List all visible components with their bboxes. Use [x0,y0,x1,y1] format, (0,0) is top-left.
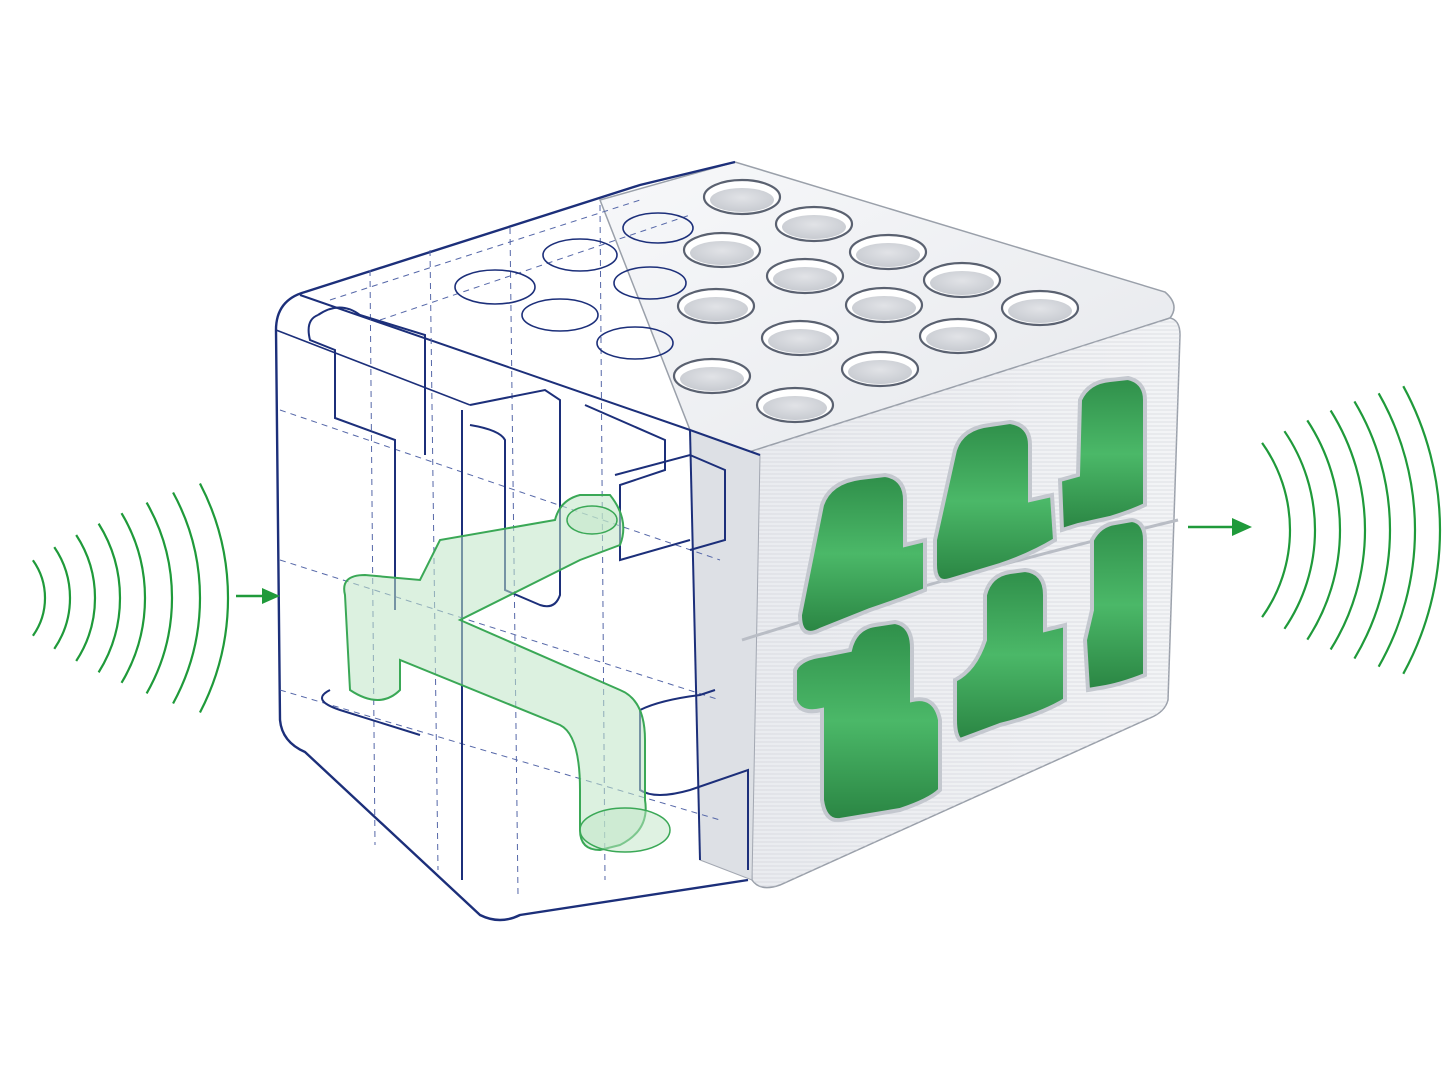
top-hole-depth [680,367,744,391]
wave-arc [145,502,174,694]
top-face-holes [672,178,1080,424]
top-hole-depth [1008,299,1072,323]
channel-cavity [797,472,927,635]
top-hole-depth [763,396,827,420]
top-hole-depth [773,267,837,291]
channel-port [566,505,618,535]
wave-arc [32,559,47,637]
front-channel-cavities [793,375,1147,823]
wireframe-holes [454,212,694,360]
wave-arc [75,534,97,662]
channel-cavity [1082,517,1147,693]
wave-arc [53,546,72,650]
top-hole-depth [710,188,774,212]
wave-arc [1283,430,1317,630]
channel-cavity [793,619,942,823]
wave-arc [1306,419,1342,641]
channel-cavity [933,419,1058,583]
arrow-right-icon [1188,518,1252,536]
arrow-right-icon [236,588,280,604]
channel-path [343,494,647,852]
wave-arc [172,491,202,705]
wave-arc [1402,385,1442,675]
top-hole-depth [768,329,832,353]
wave-arc [97,523,122,673]
wave-arc [1261,442,1292,618]
top-hole-depth [782,215,846,239]
top-hole-depth [690,241,754,265]
top-hole-depth [930,271,994,295]
internal-sound-channel [343,494,671,853]
wireframe-outer-edge [274,160,749,922]
wave-arc [198,482,230,714]
wireframe-section [274,160,761,922]
top-hole-depth [684,297,748,321]
sound-wave-icon [1261,385,1442,675]
top-hole-depth [852,296,916,320]
channel-cavity [1057,375,1147,533]
channel-port [579,807,671,853]
top-hole-depth [848,360,912,384]
wave-arc [1377,392,1417,668]
top-hole-depth [926,327,990,351]
sound-wave-icon [32,482,230,714]
wave-arc [120,512,147,684]
wave-arc [1353,400,1392,660]
wave-arc [1329,409,1367,651]
channel-cavity [953,567,1067,743]
top-hole-depth [856,243,920,267]
